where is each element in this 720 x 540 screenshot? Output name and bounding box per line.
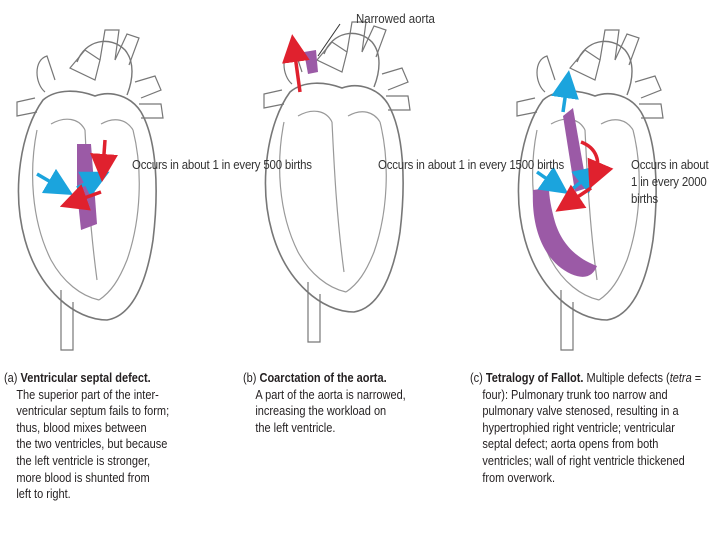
caption-b-head: (b) Coarctation of the aorta.: [243, 370, 406, 387]
caption-c-line: septal defect; aorta opens from both: [482, 437, 659, 452]
incidence-b-line-1: Occurs in: [378, 157, 425, 172]
caption-a-line: thus, blood mixes between: [16, 420, 147, 435]
caption-c-body: four): Pulmonary trunk too narrow and pu…: [470, 387, 701, 487]
incidence-c-line-1: Occurs in: [631, 157, 678, 172]
caption-c-letter: (c): [470, 371, 483, 385]
caption-a-line: the left ventricle is stronger,: [16, 453, 151, 468]
caption-b-letter: (b): [243, 371, 257, 385]
blue-arrow-a: [36, 168, 74, 196]
red-arrow-a2: [59, 184, 102, 211]
caption-c-line: pulmonary valve stenosed, resulting in a: [482, 404, 679, 419]
heart-a: [16, 29, 164, 351]
incidence-b: Occurs in about 1 in every 1500 births: [378, 156, 564, 173]
caption-c-lead-italic: tetra: [669, 371, 692, 385]
incidence-b-line-3: 1500 births: [509, 157, 565, 172]
caption-b: (b) Coarctation of the aorta. A part of …: [243, 370, 406, 436]
heart-illustrations: [16, 21, 664, 351]
incidence-a-line-1: Occurs in: [132, 157, 179, 172]
incidence-c-line-2: about 1 in every: [631, 157, 709, 189]
caption-a-line: more blood is shunted from: [16, 470, 150, 485]
caption-b-line: A part of the aorta is narrowed,: [255, 387, 406, 402]
blue-arrow-c: [535, 166, 569, 195]
caption-a-title: Ventricular septal defect.: [20, 371, 151, 385]
caption-a: (a) Ventricular septal defect. The super…: [4, 370, 169, 503]
incidence-a-line-3: 500 births: [263, 157, 312, 172]
red-arrow-a: [90, 139, 118, 182]
red-arrow-b: [282, 34, 310, 93]
heart-c: [516, 29, 664, 351]
incidence-b-line-2: about 1 in every: [427, 157, 507, 172]
caption-a-line: The superior part of the inter-: [16, 387, 159, 402]
hypertrophied-wall: [532, 188, 597, 277]
caption-c-line: from overwork.: [482, 470, 556, 485]
incidence-a-line-2: about 1 in every: [181, 157, 261, 172]
caption-b-line: the left ventricle.: [255, 420, 336, 435]
caption-c-lead-before: Multiple defects (: [586, 371, 670, 385]
caption-c-line: four): Pulmonary trunk too narrow and: [482, 387, 668, 402]
red-arrow-c2: [555, 184, 592, 212]
heart-b: [263, 21, 411, 343]
caption-a-head: (a) Ventricular septal defect.: [4, 370, 169, 387]
caption-c-line: hypertrophied right ventricle; ventricul…: [482, 420, 675, 435]
incidence-c-line-3: 2000 births: [631, 174, 707, 206]
caption-a-line: the two ventricles, but because: [16, 437, 168, 452]
caption-b-line: increasing the workload on: [255, 404, 387, 419]
caption-c-lead-after: =: [691, 371, 702, 385]
caption-a-line: left to right.: [16, 487, 71, 502]
callout-line: [317, 23, 341, 57]
caption-b-body: A part of the aorta is narrowed, increas…: [243, 387, 406, 437]
caption-a-letter: (a): [4, 371, 18, 385]
callout-line-1: Narrowed: [356, 11, 406, 26]
caption-b-title: Coarctation of the aorta.: [259, 371, 387, 385]
caption-a-body: The superior part of the inter- ventricu…: [4, 387, 169, 503]
caption-c-head: (c) Tetralogy of Fallot. Multiple defect…: [470, 370, 701, 387]
caption-c-lead: Multiple defects (tetra =: [587, 371, 702, 385]
blue-arrow-c2: [551, 70, 579, 113]
caption-c-title: Tetralogy of Fallot.: [485, 371, 584, 385]
callout-line-2: aorta: [408, 11, 435, 26]
narrowed-aorta-label: Narrowed aorta: [356, 10, 435, 27]
caption-a-line: ventricular septum fails to form;: [16, 404, 170, 419]
caption-c: (c) Tetralogy of Fallot. Multiple defect…: [470, 370, 701, 486]
incidence-a: Occurs in about 1 in every 500 births: [132, 156, 312, 173]
red-arrow-c: [580, 140, 614, 189]
caption-c-line: ventricles; wall of right ventricle thic…: [482, 453, 685, 468]
incidence-c: Occurs in about 1 in every 2000 births: [631, 156, 709, 207]
narrowed-aorta: [304, 50, 318, 74]
